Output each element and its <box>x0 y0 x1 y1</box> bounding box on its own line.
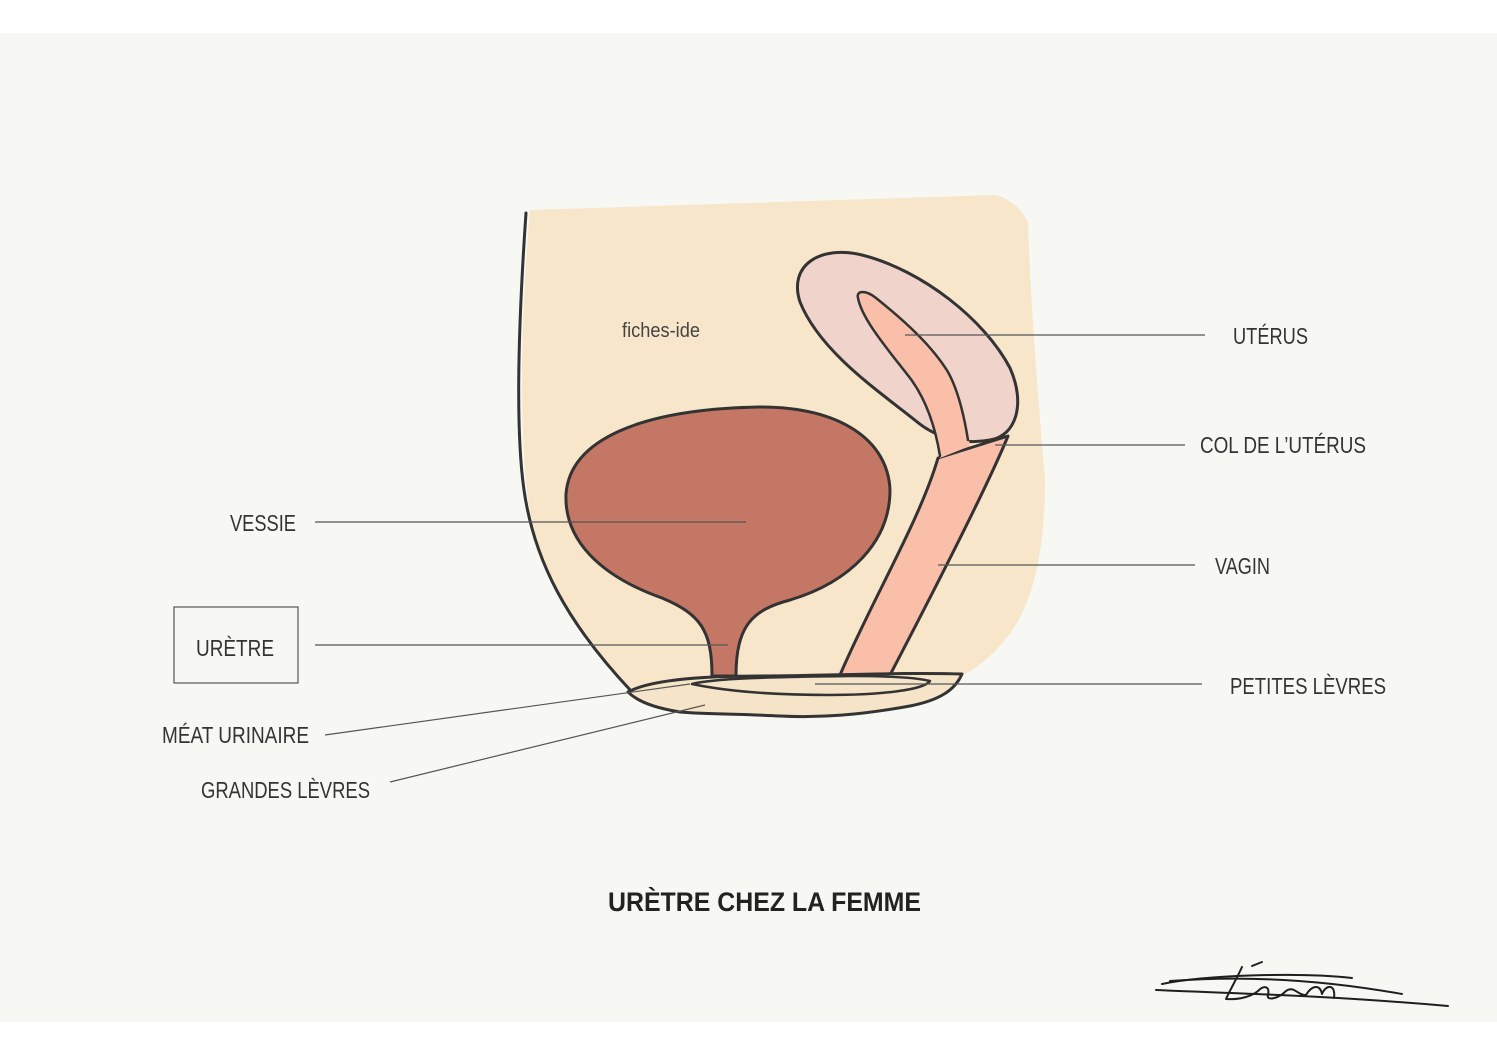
labia-minora-shape <box>690 674 932 697</box>
body-outline <box>517 211 634 694</box>
label-uterus: UTÉRUS <box>1233 323 1308 349</box>
diagram-title: URÈTRE CHEZ LA FEMME <box>608 886 921 917</box>
label-petites-levres: PETITES LÈVRES <box>1230 673 1386 699</box>
label-uretre: URÈTRE <box>196 635 274 661</box>
signature-letters <box>1225 966 1336 1001</box>
leader-meat-urinaire <box>324 683 691 736</box>
uretre-highlight-box <box>173 606 299 684</box>
label-col-uterus: COL DE L’UTÉRUS <box>1200 432 1366 458</box>
label-vagin: VAGIN <box>1215 553 1270 579</box>
signature-stroke-middle <box>1169 977 1403 995</box>
watermark-text: fiches-ide <box>622 320 700 342</box>
label-meat-urinaire: MÉAT URINAIRE <box>162 722 309 748</box>
leader-grandes-levres <box>389 704 706 783</box>
signature <box>1155 961 1449 1007</box>
uterine-cavity-outline <box>856 290 970 458</box>
label-grandes-levres: GRANDES LÈVRES <box>201 777 370 803</box>
signature-accent <box>1251 961 1263 967</box>
label-vessie: VESSIE <box>230 510 296 536</box>
uterine-cavity-fill <box>857 292 970 458</box>
vagina-shape <box>838 434 1010 677</box>
